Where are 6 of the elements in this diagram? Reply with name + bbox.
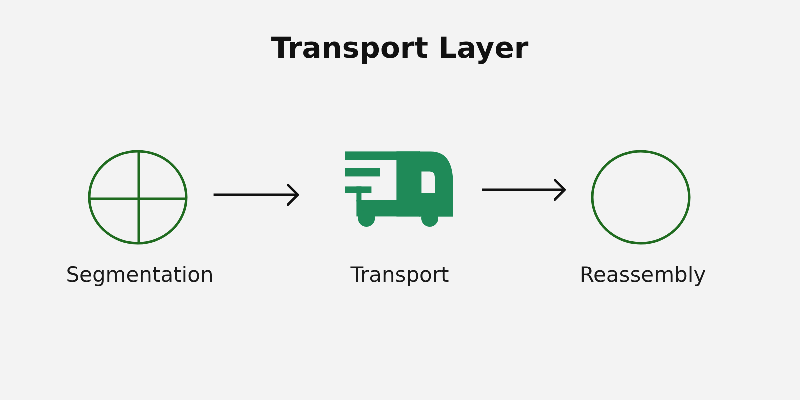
node-label: Segmentation	[66, 263, 214, 288]
arrow	[482, 178, 566, 202]
node-label: Reassembly	[580, 263, 706, 288]
diagram-title: Transport Layer	[270, 31, 530, 66]
node-label: Transport	[350, 263, 450, 288]
arrow	[214, 184, 300, 206]
